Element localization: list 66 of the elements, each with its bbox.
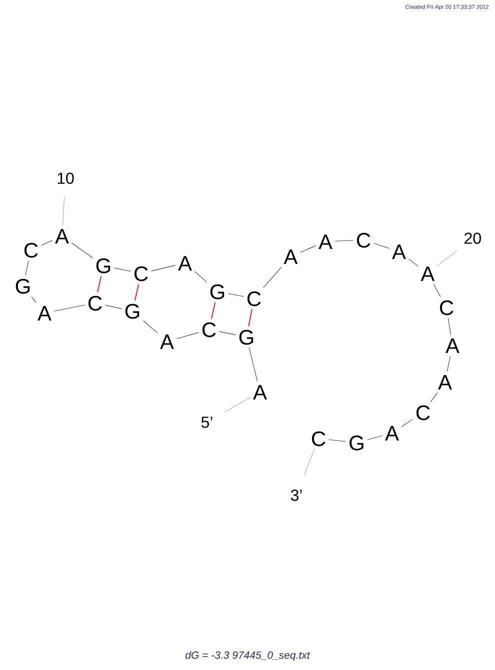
backbone-line [25,260,29,276]
nucleotide-letter: C [312,431,326,446]
nucleotide-letter: C [134,266,148,282]
backbone-line [219,331,236,336]
backbone-line [31,296,36,303]
backbone-line [248,347,258,382]
nucleotide-letter: G [350,436,364,450]
backbone-line [430,392,438,402]
nucleotide-letter: G [210,284,224,300]
backbone-line [328,439,346,442]
nucleotide-letter: C [202,322,216,338]
nucleotide-letter: G [16,278,30,294]
nucleotide-letter: C [356,232,370,248]
nucleotide-letter: A [392,244,406,259]
nucleotide-letter: A [55,229,69,244]
nucleotide-letter: G [239,330,254,345]
backbone-line [71,242,93,258]
nucleotide-letter: A [446,338,460,353]
position-label: 20 [464,232,481,244]
nucleotide-letter: C [24,242,38,258]
nucleotide-letter: A [38,306,52,320]
nucleotide-letter: G [96,258,110,274]
backbone-line [151,265,176,272]
backbone-line [300,245,316,253]
leader-line [304,448,315,476]
nucleotide-letter: G [125,304,140,319]
backbone-line [228,293,244,297]
leader-line [62,196,65,226]
nucleotide-letter: C [440,300,454,316]
caption-text: dG = -3.3 97445_0_seq.txt [186,651,310,661]
nucleotide-letter: A [284,250,298,264]
backbone-line [408,258,418,266]
base-pair-line [96,276,102,293]
backbone-line [263,266,282,288]
backbone-line [143,320,158,334]
nucleotide-letter: A [318,234,332,249]
position-label: 3’ [290,490,302,501]
base-pair-line [210,302,216,320]
backbone-line [54,304,85,312]
nucleotide-letter: A [420,266,435,281]
nucleotide-letter: C [88,296,102,311]
backbone-line [176,332,199,339]
backbone-line [334,240,354,242]
backbone-line [448,318,452,336]
backbone-line [194,271,207,282]
nucleotide-letter: C [247,291,261,306]
backbone-line [374,243,390,249]
backbone-line [41,240,53,246]
backbone-line [105,304,122,309]
nucleotide-letter: C [416,405,430,420]
nucleotide-letter: A [253,385,267,400]
leader-line [437,250,458,266]
nucleotide-letter: A [160,334,174,349]
backbone-line [433,284,441,298]
leader-line [224,397,251,412]
backbone-line [367,435,383,440]
backbone-line [114,268,131,272]
nucleotide-letter: A [438,375,452,390]
backbone-line [401,419,413,427]
base-pair-line [134,284,140,301]
position-label: 5’ [201,416,212,428]
position-label: 10 [58,172,74,184]
backbone-line [446,356,451,372]
nucleotide-letter: A [178,256,192,270]
base-pair-line [248,308,252,327]
nucleotide-letter: A [385,426,399,440]
